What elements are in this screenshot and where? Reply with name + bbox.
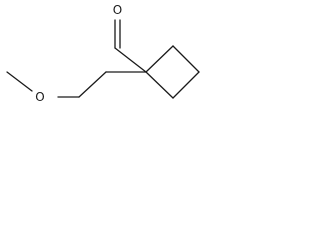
bond-oxygen-to-methyl: [6, 71, 33, 92]
ring-bond-bottom-left: [145, 71, 174, 99]
bond-ring-to-aldehyde-carbon: [114, 47, 147, 73]
carbonyl-oxygen-label: O: [113, 3, 122, 17]
ether-oxygen-label: O: [35, 90, 44, 102]
ring-bond-top-right: [172, 45, 200, 73]
ring-bond-bottom-right: [172, 71, 200, 99]
ring-bond-top-left: [145, 45, 174, 73]
structure-canvas: O O: [0, 0, 204, 102]
bond-ch2-to-ch2: [78, 71, 107, 98]
structure-diagram: O O: [6, 3, 200, 102]
